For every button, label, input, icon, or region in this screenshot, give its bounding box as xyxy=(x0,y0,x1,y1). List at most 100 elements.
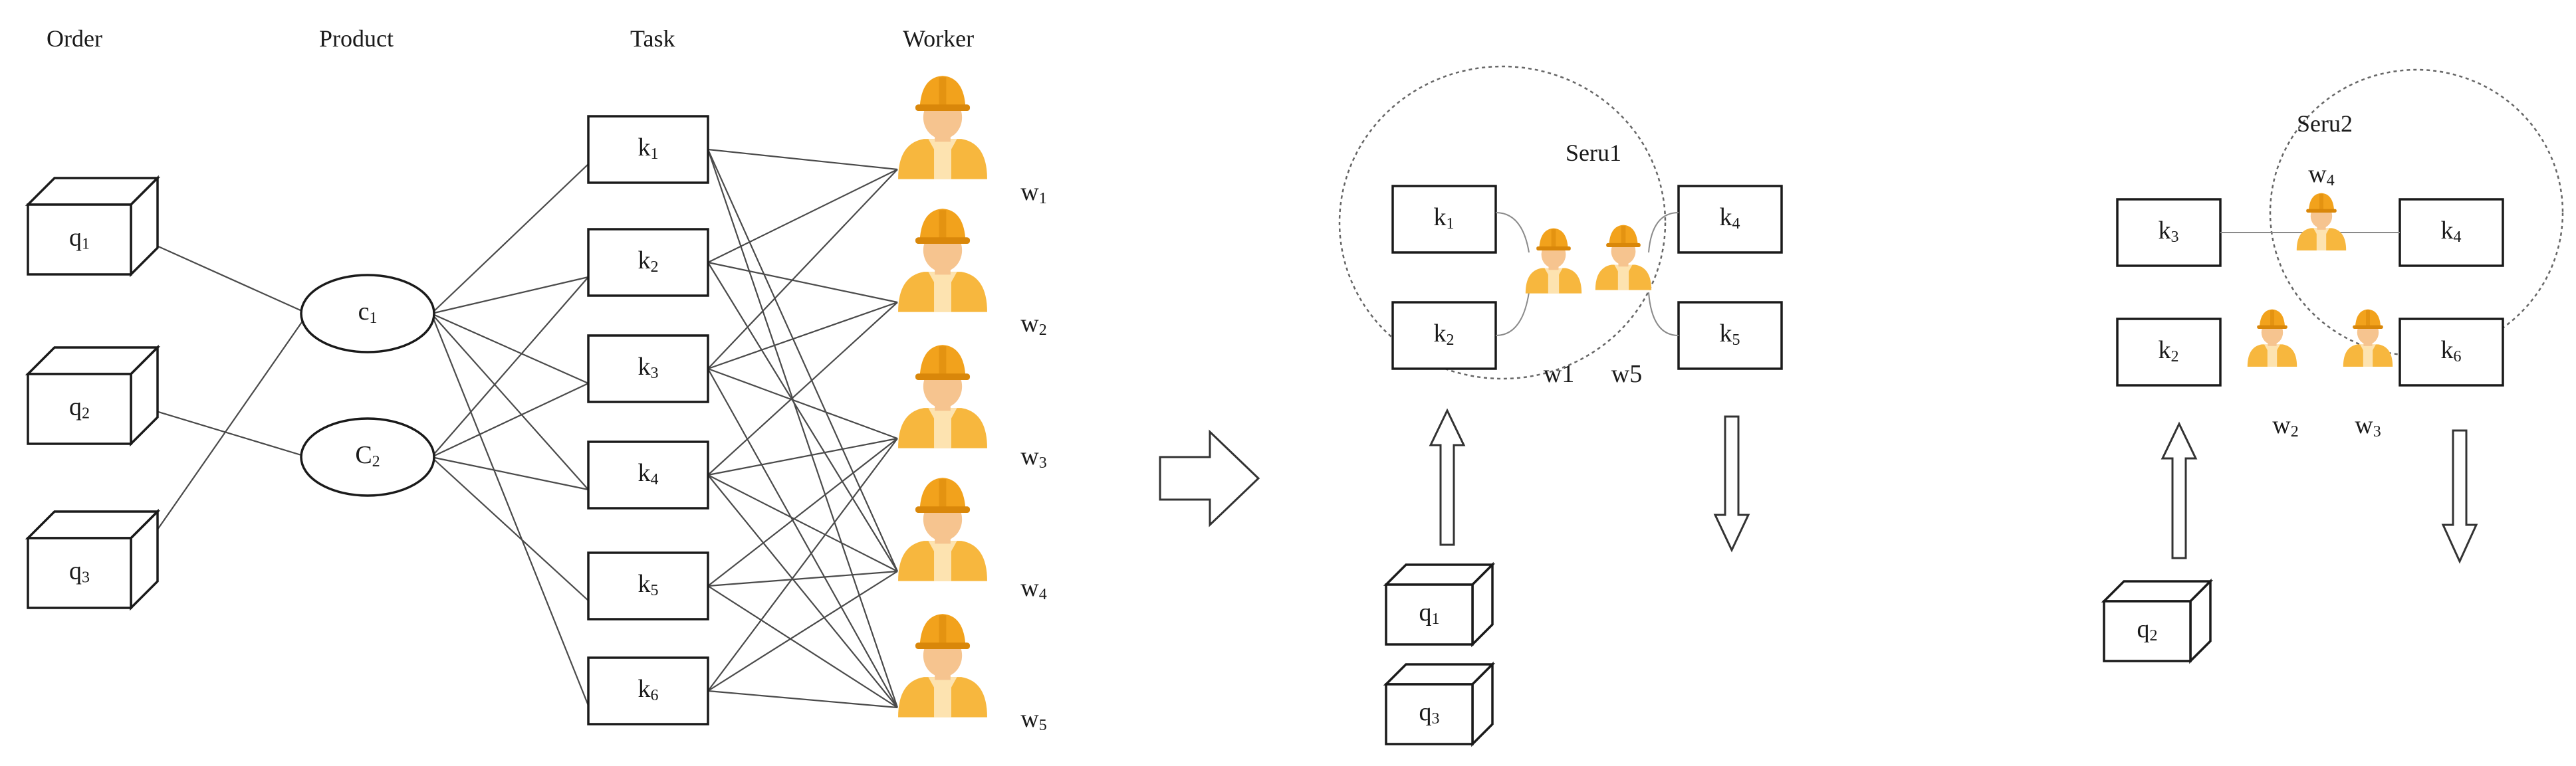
worker-label-w4: w4 xyxy=(1020,574,1046,603)
order-box-q3 xyxy=(25,508,161,611)
order-product-edges xyxy=(130,233,308,569)
seru1-task-label-4: k5 xyxy=(1720,320,1740,349)
worker-label-w1: w1 xyxy=(1020,178,1046,207)
seru1-task-label-3: k4 xyxy=(1720,203,1740,233)
seru2-worker-label-1: w4 xyxy=(2308,160,2334,189)
seru1-task-box-3 xyxy=(1677,185,1783,254)
seru1-order-label-1: q1 xyxy=(1419,599,1440,628)
product-label-c1: c1 xyxy=(358,298,378,327)
edge-k3-w2 xyxy=(707,301,898,370)
worker-nodes: w1 w2 w3 w4 w5 xyxy=(898,76,1047,734)
edge-q3-c1 xyxy=(130,313,308,569)
product-node-c2 xyxy=(300,417,435,497)
seru2-input-arrow xyxy=(2161,421,2198,559)
product-node-c1 xyxy=(300,274,435,353)
order-label-q3: q3 xyxy=(69,557,90,586)
seru1-task-box-1 xyxy=(1391,185,1497,254)
header-product: Product xyxy=(319,25,394,52)
seru1-order-label-2: q3 xyxy=(1419,698,1440,727)
edge-c2-k5 xyxy=(431,456,589,601)
seru2-task-box-3 xyxy=(2116,318,2222,387)
seru1-title: Seru1 xyxy=(1566,140,1621,166)
seru2-order-box-1 xyxy=(2101,578,2214,664)
seru1-panel: Seru1 xyxy=(1338,65,1667,380)
edge-k5-w4 xyxy=(707,570,898,587)
worker-label-w3: w3 xyxy=(1020,442,1046,472)
edge-k1-w1 xyxy=(707,148,898,171)
worker-icon-w4 xyxy=(898,478,987,581)
task-label-k5: k5 xyxy=(638,570,659,599)
seru2-task-label-2: k4 xyxy=(2441,217,2462,246)
worker-icon-w1 xyxy=(898,76,987,179)
edge-k6-w5 xyxy=(707,690,898,709)
edge-c1-k3 xyxy=(431,312,589,385)
seru2-title: Seru2 xyxy=(2297,110,2353,137)
seru1-task-label-2: k2 xyxy=(1434,320,1455,349)
edge-c2-k2 xyxy=(431,276,589,458)
task-worker-edges xyxy=(707,148,899,709)
seru1-link-1 xyxy=(1495,212,1530,253)
edge-k5-w3 xyxy=(707,438,898,587)
edge-k2-w2 xyxy=(707,261,898,304)
seru2-worker-label-2: w2 xyxy=(2272,411,2298,440)
seru2-task-label-4: k6 xyxy=(2441,336,2462,365)
task-box-k5 xyxy=(587,551,709,621)
edge-k4-w5 xyxy=(707,474,898,708)
seru1-output-arrow xyxy=(1713,415,1750,553)
seru1-task-box-4 xyxy=(1677,301,1783,370)
order-nodes: q1 q2 q3 xyxy=(25,175,161,611)
edge-c1-k4 xyxy=(431,313,589,490)
seru2-worker-icon-3 xyxy=(2343,309,2393,367)
seru1-worker-icon-2 xyxy=(1595,225,1652,290)
seru2-task-box-2 xyxy=(2399,198,2504,267)
edge-c1-k6 xyxy=(430,313,590,706)
order-label-q1: q1 xyxy=(69,223,90,252)
edge-q2-c2 xyxy=(130,403,308,458)
edge-k1-w4 xyxy=(707,149,899,572)
seru2-task-label-1: k3 xyxy=(2159,217,2179,246)
edge-k5-w5 xyxy=(707,585,898,708)
edge-k3-w1 xyxy=(707,169,898,369)
worker-icon-w3 xyxy=(898,345,987,448)
seru1-link-2 xyxy=(1495,292,1530,336)
order-box-q1 xyxy=(25,175,161,278)
seru2-worker-icon-2 xyxy=(2247,309,2297,367)
task-label-k6: k6 xyxy=(638,675,659,704)
edge-c1-k2 xyxy=(431,276,589,315)
edge-k3-w3 xyxy=(707,367,898,440)
transition-arrow xyxy=(1159,429,1260,527)
seru1-link-4 xyxy=(1648,292,1679,336)
product-task-edges xyxy=(430,163,590,706)
seru2-worker-icon-1 xyxy=(2296,193,2347,250)
worker-label-w2: w2 xyxy=(1020,310,1046,339)
task-label-k3: k3 xyxy=(638,353,659,382)
seru1-order-box-2 xyxy=(1383,661,1496,747)
edge-k2-w1 xyxy=(707,169,898,263)
seru1-task-label-1: k1 xyxy=(1434,203,1455,233)
task-box-k3 xyxy=(587,334,709,403)
edge-k4-w4 xyxy=(707,474,898,572)
edge-k2-w4 xyxy=(707,262,898,572)
seru2-task-box-1 xyxy=(2116,198,2222,267)
task-box-k4 xyxy=(587,440,709,510)
edge-k1-w5 xyxy=(707,149,899,708)
worker-icon-w2 xyxy=(898,209,987,312)
edge-k3-w5 xyxy=(707,368,898,708)
product-label-c2: C2 xyxy=(355,441,380,470)
order-box-q2 xyxy=(25,344,161,447)
edge-q1-c1 xyxy=(130,233,308,315)
header-worker: Worker xyxy=(903,25,974,52)
seru2-worker-label-3: w3 xyxy=(2355,411,2381,440)
edge-k6-w4 xyxy=(707,571,898,692)
seru2-output-arrow xyxy=(2441,429,2478,564)
edge-c1-k1 xyxy=(431,163,589,314)
seru1-worker-label-1: w1 xyxy=(1544,360,1574,388)
task-label-k4: k4 xyxy=(638,459,659,488)
seru1-boundary xyxy=(1338,65,1667,380)
seru1-task-box-2 xyxy=(1391,301,1497,370)
seru1-link-3 xyxy=(1648,212,1679,253)
order-label-q2: q2 xyxy=(69,393,90,422)
worker-label-w5: w5 xyxy=(1020,705,1046,734)
